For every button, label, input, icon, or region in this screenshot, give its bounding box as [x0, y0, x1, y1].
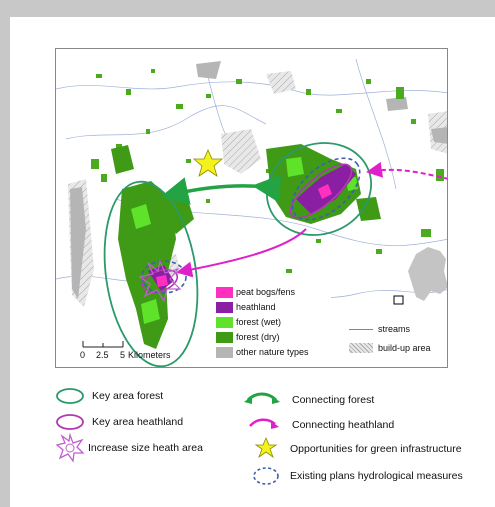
legend-connecting-heath: Connecting heathland	[292, 419, 395, 431]
key-heath-icon	[56, 414, 84, 430]
legend-other: other nature types	[236, 347, 309, 357]
legend-swatch-forest-wet	[216, 317, 233, 328]
legend-heathland: heathland	[236, 302, 276, 312]
connecting-forest-icon	[244, 392, 280, 404]
peat-east	[318, 184, 332, 199]
key-forest-icon	[56, 388, 84, 404]
scale-tick-0: 0	[80, 350, 86, 360]
legend-increase-heath: Increase size heath area	[88, 442, 203, 454]
opportunity-star	[192, 149, 224, 177]
left-border	[0, 0, 10, 507]
opportunity-icon	[254, 436, 278, 459]
scale-tick-5: 5	[120, 350, 126, 360]
bottom-legend-icons	[55, 388, 280, 485]
streams-layer	[56, 58, 447, 300]
other-nature	[70, 61, 447, 299]
legend-buildup: build-up area	[378, 343, 431, 353]
scale-tick-2-5: 2.5	[96, 350, 109, 360]
legend-forest-dry: forest (dry)	[236, 332, 280, 342]
netherlands-inset	[393, 247, 447, 305]
forest-wet-west	[131, 204, 160, 324]
map-panel: peat bogs/fens heathland forest (wet) fo…	[55, 48, 448, 368]
legend-forest-wet: forest (wet)	[236, 317, 282, 327]
legend-swatch-heathland	[216, 302, 233, 313]
legend-swatch-forest-dry	[216, 332, 233, 343]
increase-heath-star	[138, 258, 182, 303]
peat-west	[156, 275, 168, 287]
connecting-heath-arrows	[176, 161, 447, 278]
connecting-heath-icon	[249, 418, 279, 429]
legend-swatch-streams	[349, 329, 373, 330]
legend-swatch-buildup	[349, 343, 373, 353]
existing-plans-icon	[253, 467, 279, 485]
legend-streams: streams	[378, 324, 411, 334]
scale-unit: Kilometers	[128, 350, 171, 360]
legend-peat: peat bogs/fens	[236, 287, 296, 297]
legend-existing-plans: Existing plans hydrological measures	[290, 470, 463, 482]
legend-swatch-peat	[216, 287, 233, 298]
legend-swatch-other	[216, 347, 233, 358]
connecting-forest-arrow	[160, 174, 282, 205]
map-canvas	[56, 58, 447, 367]
top-border	[0, 0, 495, 17]
legend-connecting-forest: Connecting forest	[292, 394, 375, 406]
legend-key-heath: Key area heathland	[92, 416, 184, 428]
increase-heath-icon	[55, 432, 85, 463]
legend-key-forest: Key area forest	[92, 390, 164, 402]
scale-bar	[82, 341, 124, 348]
legend-opportunities: Opportunities for green infrastructure	[290, 443, 462, 455]
